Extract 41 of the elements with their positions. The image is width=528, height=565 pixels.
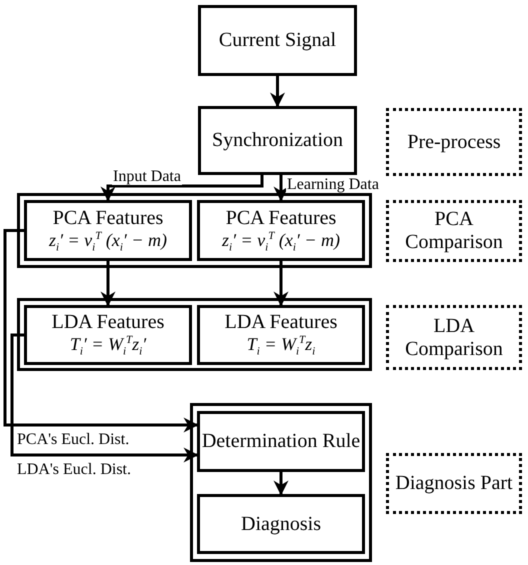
stage-box [386, 200, 522, 262]
process-box [197, 305, 365, 365]
box-label: LDA Comparison [404, 314, 504, 360]
arrow [100, 261, 116, 306]
arrow [270, 76, 285, 108]
box-label: PCA Comparison [404, 208, 504, 254]
group-box [190, 403, 372, 562]
formula: z$_{i}$′ = v$_{i}$$^{T}$ (x$_{i}$′ − m) [222, 230, 340, 254]
process-box [197, 494, 365, 554]
edge-label: Input Data [112, 169, 182, 185]
stage-box [386, 108, 522, 176]
formula: T$_{i}$′ = W$_{i}$$^{T}$z$_{i}$′ [70, 334, 146, 359]
process-box [197, 200, 365, 261]
arrow [274, 261, 288, 306]
arrow [274, 472, 288, 496]
box-label: Current Signal [218, 29, 336, 52]
formula: z$_{i}$′ = v$_{i}$$^{T}$ (x$_{i}$′ − m) [49, 230, 167, 254]
arrow [4, 229, 198, 432]
process-box [24, 200, 192, 261]
arrow [10, 334, 198, 462]
group-box [17, 298, 372, 371]
box-label: Determination Rule [202, 430, 360, 453]
process-box [24, 305, 192, 365]
box-label: LDA Features [224, 311, 338, 334]
arrow [274, 175, 288, 202]
stage-box [386, 453, 522, 514]
stage-box [386, 305, 522, 370]
box-label: PCA Features [52, 206, 164, 230]
box-label: Pre-process [407, 130, 501, 154]
box-label: Synchronization [212, 129, 344, 152]
process-box [198, 106, 357, 175]
process-box [198, 5, 357, 76]
box-label: Diagnosis Part [395, 472, 513, 495]
arrow [100, 175, 264, 202]
process-box [197, 411, 365, 472]
box-label: PCA Features [226, 206, 336, 230]
formula: T$_{i}$ = W$_{i}$$^{T}$z$_{i}$ [246, 334, 316, 359]
edge-label: Learning Data [286, 177, 380, 193]
box-label: LDA Features [52, 311, 164, 334]
box-label: Diagnosis [241, 512, 321, 536]
group-box [17, 193, 372, 268]
